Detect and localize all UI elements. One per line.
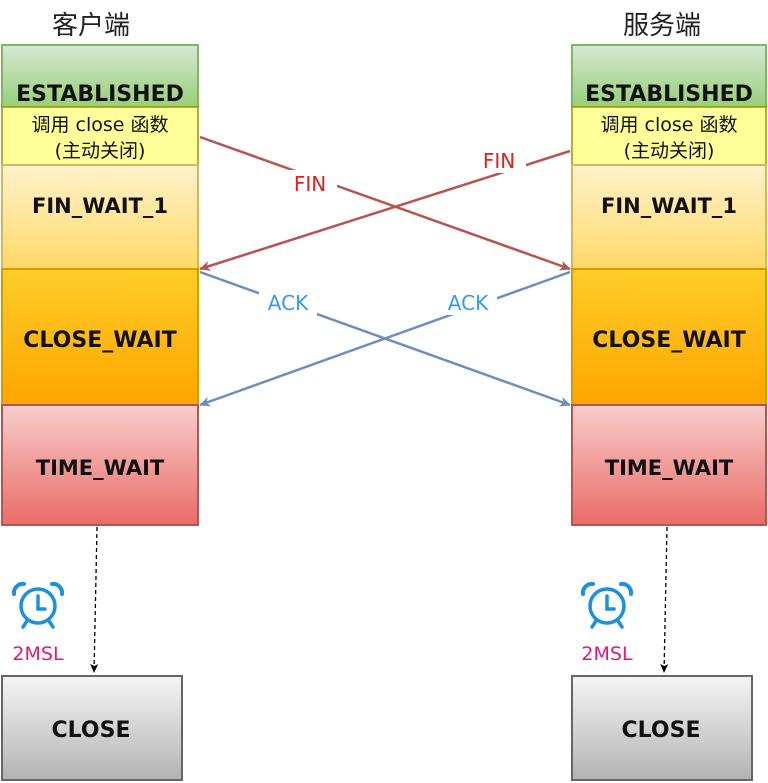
client-close-call-line1: 调用 close 函数 — [31, 114, 168, 136]
client-column: ESTABLISHED 调用 close 函数 (主动关闭) FIN_WAIT_… — [1, 44, 199, 781]
server-timer-label: 2MSL — [581, 643, 633, 665]
server-fin-label: FIN — [483, 149, 515, 173]
server-fin-wait-1-box — [571, 164, 767, 270]
client-time-wait-box — [1, 404, 199, 526]
server-state-fin-wait-1: FIN_WAIT_1 — [601, 194, 737, 218]
alarm-clock-icon — [11, 581, 65, 629]
client-close-wait-box — [1, 268, 199, 406]
client-ack-label: ACK — [268, 291, 309, 315]
server-state-time-wait: TIME_WAIT — [605, 456, 734, 480]
server-ack-arrow — [199, 270, 571, 407]
client-state-time-wait: TIME_WAIT — [36, 456, 165, 480]
client-title: 客户端 — [52, 11, 130, 41]
client-close-call-line2: (主动关闭) — [55, 140, 146, 162]
server-close-box — [571, 675, 753, 781]
server-established-box — [571, 44, 767, 108]
server-timeout-arrow — [660, 526, 669, 674]
client-timeout-arrow — [90, 526, 99, 674]
server-ack-label: ACK — [448, 291, 489, 315]
client-state-fin-wait-1: FIN_WAIT_1 — [32, 194, 168, 218]
client-state-close: CLOSE — [52, 718, 131, 743]
server-state-close-wait: CLOSE_WAIT — [592, 328, 745, 353]
client-fin-wait-1-box — [1, 164, 199, 270]
server-close-call-line2: (主动关闭) — [624, 140, 715, 162]
message-arrows: FIN FIN ACK ACK — [199, 135, 571, 407]
client-timer-label: 2MSL — [12, 643, 64, 665]
server-close-call-line1: 调用 close 函数 — [600, 114, 737, 136]
client-established-box — [1, 44, 199, 108]
server-close-wait-box — [571, 268, 767, 406]
server-state-close: CLOSE — [622, 718, 701, 743]
client-close-call-box — [1, 106, 199, 166]
client-fin-arrow — [199, 135, 571, 271]
server-close-call-box — [571, 106, 767, 166]
alarm-clock-icon — [580, 581, 634, 629]
server-time-wait-box — [571, 404, 767, 526]
server-title: 服务端 — [623, 11, 701, 41]
server-state-established: ESTABLISHED — [585, 82, 753, 107]
client-fin-label: FIN — [294, 172, 326, 196]
client-close-box — [1, 675, 183, 781]
client-state-established: ESTABLISHED — [16, 82, 184, 107]
server-column: ESTABLISHED 调用 close 函数 (主动关闭) FIN_WAIT_… — [571, 44, 767, 781]
client-state-close-wait: CLOSE_WAIT — [23, 328, 176, 353]
